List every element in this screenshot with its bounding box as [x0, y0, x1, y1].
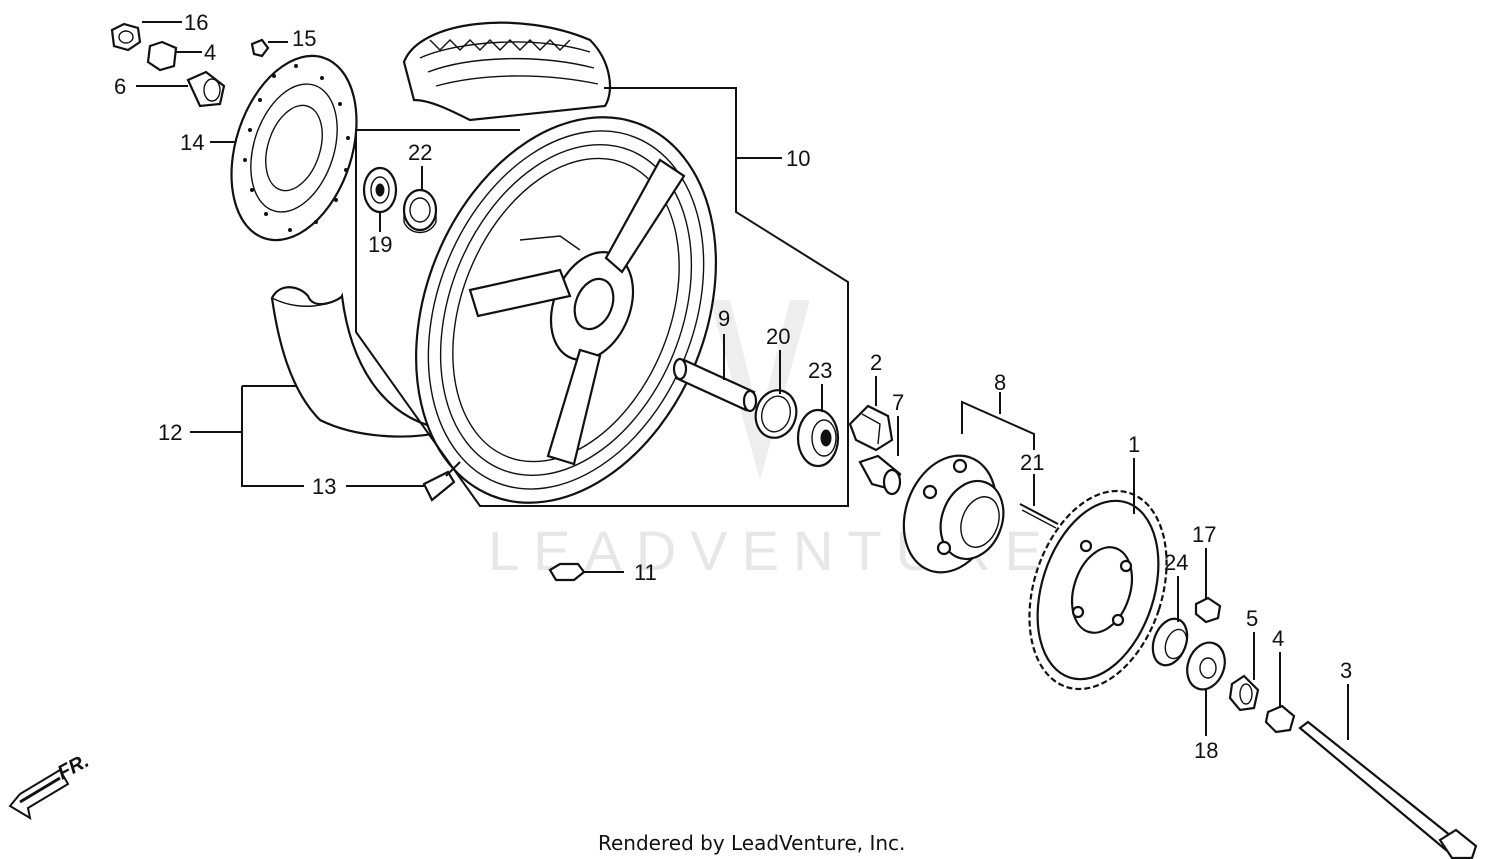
callout-6: 6 [114, 74, 126, 99]
leader-lines [136, 21, 1349, 740]
axle-3 [1298, 720, 1478, 859]
callout-7: 7 [892, 390, 904, 415]
collar-7 [858, 454, 902, 496]
cast-wheel [415, 116, 717, 504]
callout-17: 17 [1192, 522, 1216, 547]
valve-stem-13 [422, 461, 461, 502]
watermark-logo [710, 300, 810, 480]
bearing-22 [402, 188, 438, 234]
callout-19: 19 [368, 232, 392, 257]
bolt-15 [250, 38, 270, 58]
callout-22: 22 [408, 140, 432, 165]
callout-14: 14 [180, 130, 204, 155]
rendered-by-footer: Rendered by LeadVenture, Inc. [598, 831, 905, 855]
callout-24: 24 [1164, 550, 1188, 575]
callout-12: 12 [158, 420, 182, 445]
callout-9: 9 [718, 306, 730, 331]
bearing-23 [796, 408, 840, 468]
callout-3: 3 [1340, 658, 1352, 683]
callout-18: 18 [1194, 738, 1218, 763]
callout-16: 16 [184, 10, 208, 35]
front-direction-arrow: FR. [8, 750, 93, 821]
bearing-24 [1151, 617, 1189, 667]
callout-labels: 16 4 15 6 14 22 19 10 9 20 23 2 7 8 21 1… [114, 10, 1352, 763]
callout-15: 15 [292, 26, 316, 51]
damper-2 [848, 404, 894, 452]
callout-10: 10 [786, 146, 810, 171]
bearing-19 [362, 166, 398, 214]
collar-4-bottom [1264, 704, 1296, 734]
callout-2: 2 [870, 350, 882, 375]
callout-21: 21 [1020, 450, 1044, 475]
rim-band [270, 286, 449, 438]
callout-4: 4 [204, 40, 216, 65]
collar-5 [1228, 674, 1260, 712]
collar-4-top [146, 40, 178, 72]
callout-13: 13 [312, 474, 336, 499]
callout-1: 1 [1128, 432, 1140, 457]
collar-6 [186, 70, 226, 108]
o-ring-20 [754, 389, 798, 439]
nut-17 [1194, 596, 1222, 624]
sprocket-flange-8 [902, 454, 1005, 574]
callout-20: 20 [766, 324, 790, 349]
stud-21 [1019, 503, 1059, 529]
brake-disc [230, 54, 358, 242]
callout-5: 5 [1246, 606, 1258, 631]
sprocket-1 [1028, 489, 1168, 691]
callout-11: 11 [634, 560, 657, 585]
nut-16 [110, 22, 142, 52]
callout-4-lower: 4 [1272, 626, 1284, 651]
callout-8: 8 [994, 370, 1006, 395]
spacer-9 [672, 357, 758, 413]
leader-10-bracket [355, 87, 849, 507]
callout-23: 23 [808, 358, 832, 383]
washer-18 [1186, 641, 1226, 691]
tire [402, 21, 612, 122]
